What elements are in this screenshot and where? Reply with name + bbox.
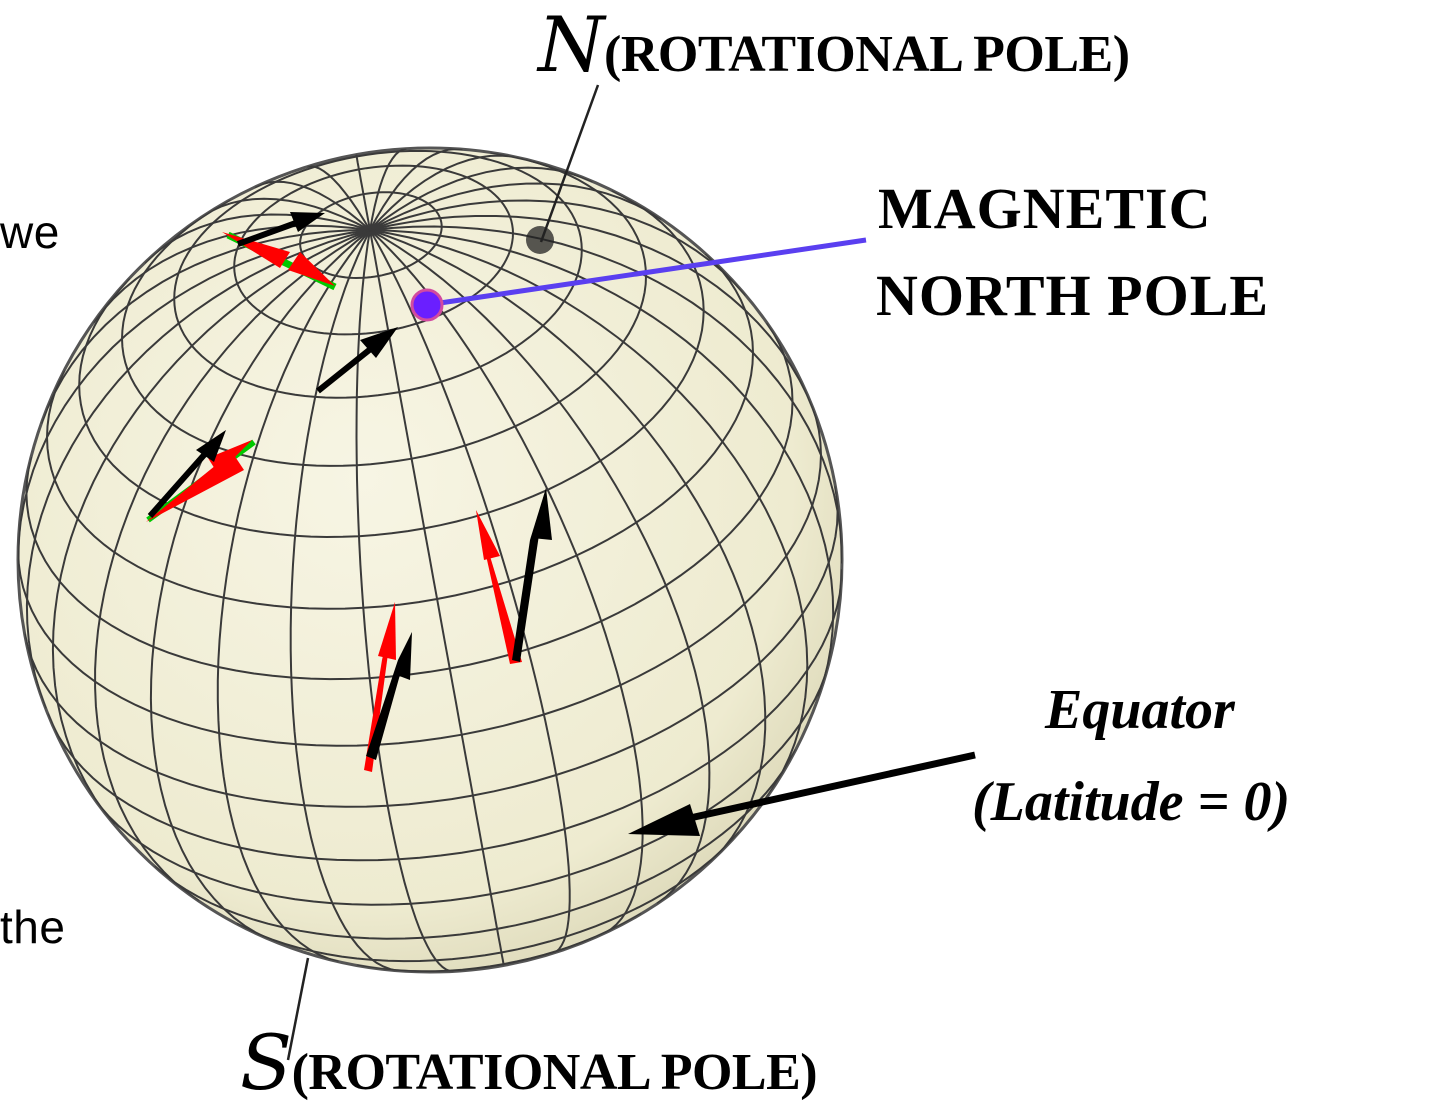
magnetic-north-pole-dot: [410, 288, 444, 322]
graticule-line: [369, 225, 842, 564]
graticule-line: [216, 229, 371, 963]
graticule-line: [51, 229, 371, 826]
true-north-arrow-4: [512, 488, 552, 662]
graticule-line: [369, 199, 747, 296]
graticule-line: [369, 166, 593, 231]
graticule-line: [144, 213, 371, 264]
graticule-line: [92, 224, 371, 324]
graticule-line: [369, 182, 662, 231]
equator-label-line2: (Latitude = 0): [972, 771, 1291, 833]
graticule-line: [25, 229, 371, 709]
north-pole-cluster: [526, 226, 554, 254]
south-pole-pointer-line: [286, 957, 310, 1061]
south-pole-label: S(ROTATIONAL POLE): [240, 1018, 818, 1107]
magnetic-pole-pointer-line: [439, 237, 867, 306]
true-north-arrow-3: [147, 430, 226, 518]
compass-needle-3: [476, 510, 522, 664]
compass-needle-4: [364, 602, 396, 772]
side-text-top: we: [0, 206, 60, 258]
south-pole-text: (ROTATIONAL POLE): [291, 1044, 818, 1101]
graticule-line: [40, 229, 371, 424]
graticule-line: [254, 180, 371, 231]
graticule-line: [369, 229, 809, 799]
equator-pointer-head: [628, 804, 700, 836]
true-north-arrow-1: [236, 212, 325, 247]
equator-label-line1: Equator: [1045, 679, 1235, 741]
graticule-line: [369, 148, 407, 231]
north-pole-pointer-line: [539, 84, 600, 243]
graticule-line: [355, 154, 371, 231]
north-pole-text: (ROTATIONAL POLE): [604, 26, 1130, 83]
south-pole-letter: S: [240, 1018, 292, 1107]
graticule-line: [289, 229, 398, 972]
north-pole-letter: N: [538, 0, 605, 89]
graticule-line: [149, 229, 371, 940]
graticule-line: [369, 229, 835, 697]
globe-graticule: [18, 148, 842, 972]
graticule-line: [369, 229, 571, 955]
graticule-line: [307, 165, 371, 231]
true-north-arrow-5: [366, 632, 412, 760]
graticule-line: [369, 229, 505, 966]
true-north-arrow-2: [316, 327, 398, 394]
graticule-line: [94, 229, 371, 902]
magnetic-label-line2: NORTH POLE: [876, 263, 1270, 328]
equator-pointer-line: [689, 751, 976, 822]
graticule-line: [369, 154, 522, 231]
graticule-line: [369, 229, 711, 905]
magnetic-label-line1: MAGNETIC: [878, 176, 1212, 241]
graticule-line: [369, 215, 816, 412]
side-text-bottom: the: [0, 901, 66, 953]
north-pole-label: N(ROTATIONAL POLE): [538, 0, 1130, 89]
compass-needle-2: [146, 439, 256, 523]
graticule-line: [369, 229, 644, 934]
graticule-line: [202, 197, 371, 231]
graticule-line: [369, 148, 463, 231]
